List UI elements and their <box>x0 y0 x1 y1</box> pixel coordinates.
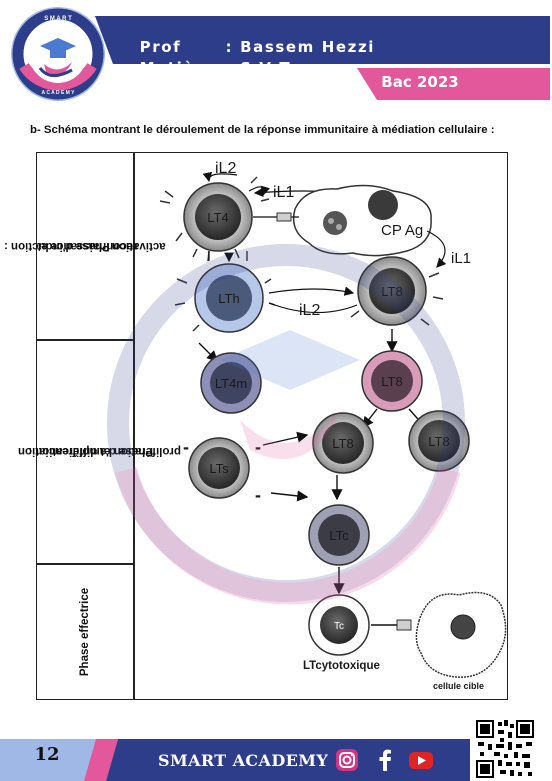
lt8-a-label: LT8 <box>381 374 402 389</box>
matiere-line: Matière : S V T <box>126 41 291 77</box>
lth-label: LTh <box>218 291 239 306</box>
prof-key: Prof <box>139 38 182 56</box>
matiere-key: Matière <box>139 59 216 77</box>
bac-badge: Bac 2023 <box>381 73 459 91</box>
lt8-b-label: LT8 <box>332 436 353 451</box>
lt4m-cell: LT4m <box>200 352 262 414</box>
cp-ag-cell <box>292 184 432 257</box>
diagram-canvas: LT4 iL2 iL1 CP Ag iL1 LTh <box>159 160 507 691</box>
minus-sign-1: - <box>183 437 189 457</box>
svg-text:S M A R T: S M A R T <box>44 16 72 22</box>
footer-brand: SMART ACADEMY <box>158 751 329 770</box>
lt8-a-cell: LT8 <box>361 350 423 412</box>
tc-label: Tc <box>334 621 344 632</box>
prof-line: Prof : Bassem Hezzi <box>126 20 375 56</box>
lt8-top-label: LT8 <box>381 284 402 299</box>
header-banner-shape <box>95 16 550 100</box>
qr-code[interactable] <box>474 718 536 780</box>
facebook-icon[interactable] <box>372 747 398 773</box>
il2-top-label: iL2 <box>215 160 236 177</box>
prof-value: : Bassem Hezzi <box>225 38 376 56</box>
column-separator <box>133 153 135 699</box>
row-separator-2 <box>37 563 133 565</box>
footer-banner <box>0 739 470 781</box>
il1-top-label: iL1 <box>273 184 294 201</box>
ltcytotoxique-label: LTcytotoxique <box>303 660 380 672</box>
lt4-label: LT4 <box>207 210 228 225</box>
lt8-top-cell: LT8 <box>350 256 444 326</box>
ltc-label: LTc <box>329 528 349 543</box>
header-banner <box>95 16 550 100</box>
row-separator-1 <box>37 339 133 341</box>
target-cell <box>415 591 507 678</box>
il2-mid-label: iL2 <box>299 302 320 319</box>
page-number: 12 <box>34 744 60 765</box>
matiere-value: : S V T <box>225 59 292 77</box>
lts-cell: LTs <box>188 437 250 499</box>
ltc-cell: LTc <box>308 504 370 566</box>
minus-sign-2: - <box>255 437 261 457</box>
smart-academy-logo: S M A R T A C A D E M Y <box>11 7 105 101</box>
lt8-c-label: LT8 <box>428 434 449 449</box>
cp-ag-label: CP Ag <box>381 222 423 239</box>
minus-sign-3: - <box>255 485 261 505</box>
lts-label: LTs <box>209 461 229 476</box>
il1-right-label: iL1 <box>451 250 471 267</box>
instagram-icon[interactable] <box>334 747 360 773</box>
lt4-cell: LT4 <box>159 176 270 262</box>
lt4m-label: LT4m <box>215 376 247 391</box>
lth-cell: LTh <box>174 263 276 333</box>
youtube-icon[interactable] <box>408 747 434 773</box>
svg-text:A C A D E M Y: A C A D E M Y <box>42 90 76 96</box>
lt8-c-cell: LT8 <box>408 410 470 472</box>
cellule-cible-label: cellule cible <box>433 681 484 691</box>
lt8-b-cell: LT8 <box>312 412 374 474</box>
figure-subtitle: b- Schéma montrant le déroulement de la … <box>30 124 495 136</box>
tc-cell: Tc <box>308 594 370 656</box>
